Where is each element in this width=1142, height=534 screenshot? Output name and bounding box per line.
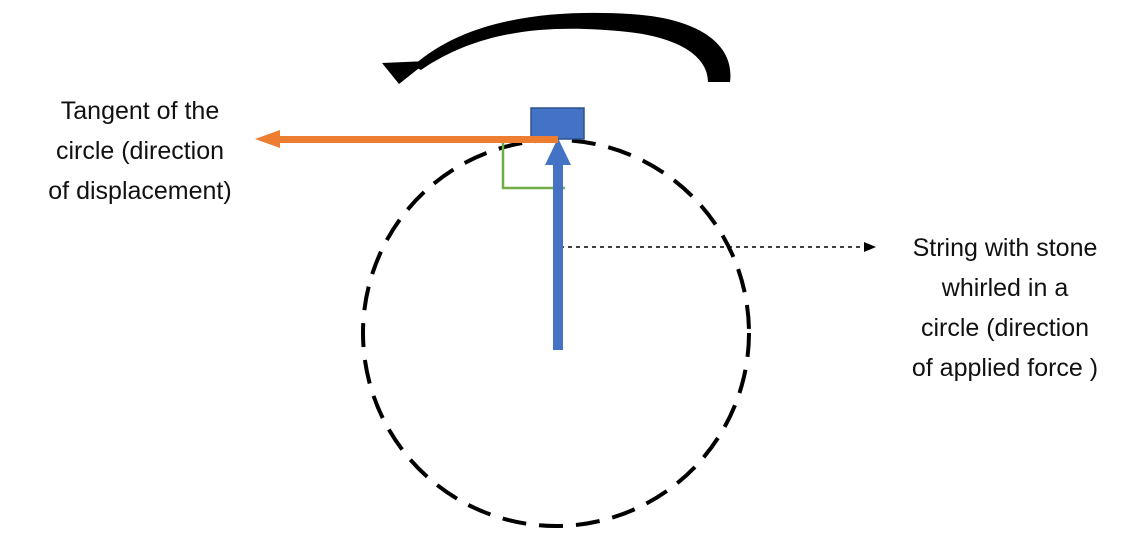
rotation-arrow-icon xyxy=(413,12,731,83)
tangent-label-line-2: circle (direction xyxy=(55,137,225,165)
tangent-label-line-3: of displacement) xyxy=(48,177,232,205)
right-angle-marker xyxy=(501,142,565,190)
string-label-line-4: of applied force ) xyxy=(911,354,1099,382)
force-arrowhead-icon xyxy=(545,138,571,165)
tangent-arrow-shaft xyxy=(272,136,558,143)
string-label-line-2: whirled in a xyxy=(941,274,1069,302)
tangent-arrowhead-icon xyxy=(255,130,280,148)
stone xyxy=(530,107,585,140)
string-label-line-3: circle (direction xyxy=(920,314,1090,342)
rotation-arrowhead-icon xyxy=(382,61,428,84)
string-label-line-1: String with stone xyxy=(912,234,1098,262)
tangent-label-line-1: Tangent of the xyxy=(60,97,220,125)
tangent-label: Tangent of the circle (direction of disp… xyxy=(10,91,270,211)
string-label: String with stone whirled in a circle (d… xyxy=(870,228,1140,388)
force-arrow-shaft xyxy=(553,162,563,350)
string-pointer-arrowhead-icon xyxy=(864,242,876,252)
